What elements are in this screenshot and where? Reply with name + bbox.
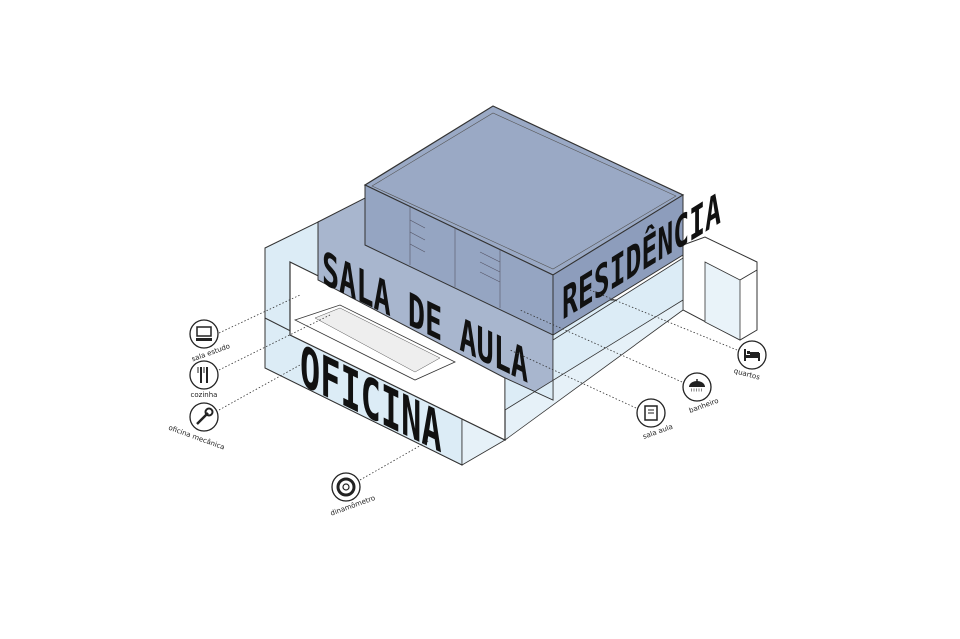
leader-lines bbox=[218, 289, 738, 481]
annex-right bbox=[682, 236, 758, 341]
icon-sala-estudo: sala estudo bbox=[189, 319, 231, 363]
wheel-icon bbox=[336, 477, 356, 497]
fork-knife-icon bbox=[197, 367, 208, 383]
computer-icon bbox=[196, 326, 212, 341]
icon-banheiro: banheiro bbox=[682, 372, 720, 415]
icon-cozinha: cozinha bbox=[189, 360, 219, 399]
icon-dinamometro: dinamômetro bbox=[329, 472, 376, 518]
bed-icon bbox=[744, 349, 760, 361]
icon-oficina-mecanica: oficina mecânica bbox=[167, 402, 226, 452]
book-icon bbox=[644, 405, 658, 421]
icon-quartos: quartos bbox=[733, 340, 767, 382]
upper-volume bbox=[363, 105, 685, 336]
icon-sala-aula: sala aula bbox=[636, 398, 674, 441]
wrench-icon bbox=[196, 407, 214, 425]
icon-label: cozinha bbox=[191, 391, 218, 399]
icon-label: quartos bbox=[733, 367, 761, 382]
shower-icon bbox=[689, 379, 705, 392]
